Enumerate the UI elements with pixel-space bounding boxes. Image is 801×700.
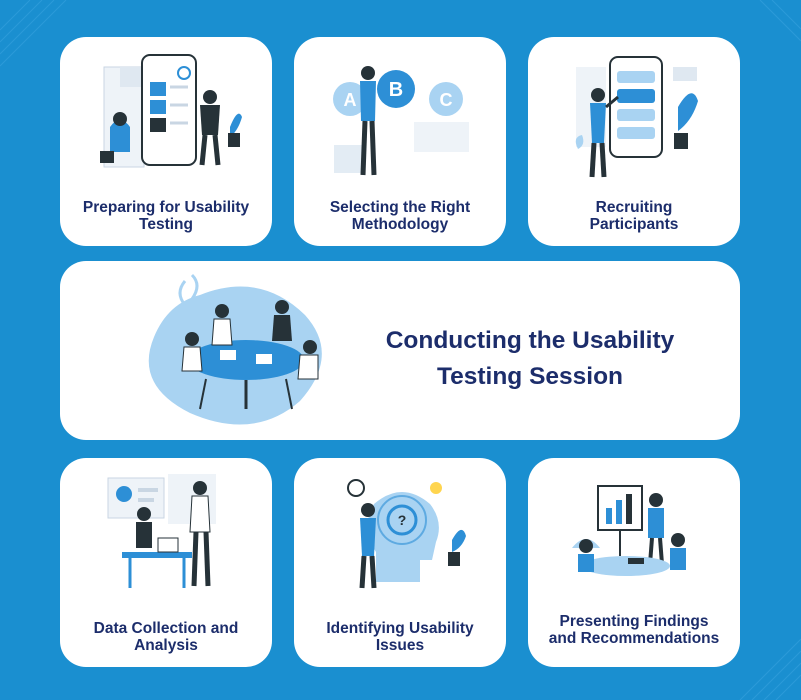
card-recruiting-participants: Recruiting Participants	[528, 37, 740, 246]
label-line-1: Preparing for Usability	[82, 199, 250, 216]
label-line-1: Data Collection and	[93, 620, 239, 637]
label-line-1: Identifying Usability	[326, 620, 474, 637]
card-label: Data Collection and Analysis	[68, 620, 264, 654]
presentation-board-illustration	[572, 485, 686, 576]
card-presenting-findings-and-recommendations: Presenting Findings and Recommendations	[528, 458, 740, 667]
label-line-1: Recruiting	[595, 199, 673, 216]
card-label: Selecting the Right Methodology	[302, 199, 498, 233]
letter-a: A	[344, 90, 357, 110]
card-label: Preparing for Usability Testing	[68, 199, 264, 233]
label-line-1: Presenting Findings	[559, 613, 709, 630]
card-label: Recruiting Participants	[536, 199, 732, 233]
label-line-2: Analysis	[134, 637, 198, 654]
card-label: Identifying Usability Issues	[302, 620, 498, 654]
meeting-table-illustration	[148, 273, 322, 425]
letter-c: C	[440, 90, 453, 110]
abc-methodology-illustration: A B C	[333, 66, 469, 176]
phone-testing-illustration	[100, 54, 242, 168]
letter-b: B	[389, 79, 403, 101]
card-label: Presenting Findings and Recommendations	[536, 613, 732, 647]
head-maze-question-illustration: ?	[347, 479, 466, 589]
label-line-1: Selecting the Right	[329, 199, 471, 216]
label-line-2: Issues	[375, 637, 425, 654]
svg-text:?: ?	[398, 512, 407, 528]
title-line-1: Conducting the Usability	[385, 327, 675, 354]
label-line-2: Methodology	[351, 216, 449, 233]
label-line-2: Testing	[139, 216, 193, 233]
card-preparing-for-usability-testing: Preparing for Usability Testing	[60, 37, 272, 246]
card-conducting-the-usability-testing-session: Conducting the Usability Testing Session	[60, 261, 740, 440]
label-line-2: Participants	[589, 216, 679, 233]
card-selecting-the-right-methodology: A B C Selecting the Right Methodology	[294, 37, 506, 246]
card-data-collection-and-analysis: Data Collection and Analysis	[60, 458, 272, 667]
center-card-title: Conducting the Usability Testing Session	[360, 323, 700, 395]
label-line-2: and Recommendations	[548, 630, 720, 647]
title-line-2: Testing Session	[436, 363, 624, 390]
data-analysis-illustration	[107, 474, 216, 588]
card-identifying-usability-issues: ? Identifying Usability Issues	[294, 458, 506, 667]
recruiting-phone-illustration	[575, 56, 698, 178]
